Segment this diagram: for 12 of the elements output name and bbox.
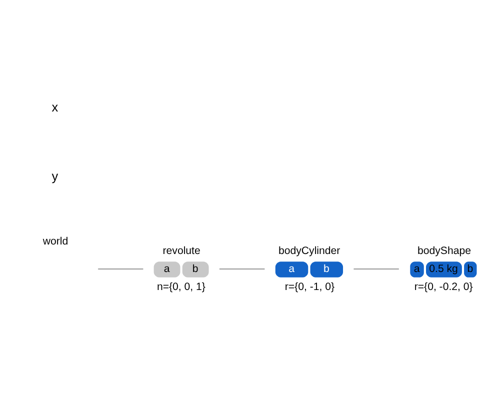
label: y [51,169,58,184]
connector [353,268,398,270]
connector [98,268,143,270]
node-label: bodyShape [417,245,470,258]
node-text: world [42,236,68,248]
node-label: revolute [162,245,200,258]
node-label: n={0, 0, 1} [156,281,205,294]
node-label: r={0, -1, 0} [284,281,334,294]
connector [218,268,264,270]
node-label: r={0, -0.2, 0} [414,281,472,294]
label: x [51,100,58,115]
node-label: bodyCylinder [278,245,340,258]
